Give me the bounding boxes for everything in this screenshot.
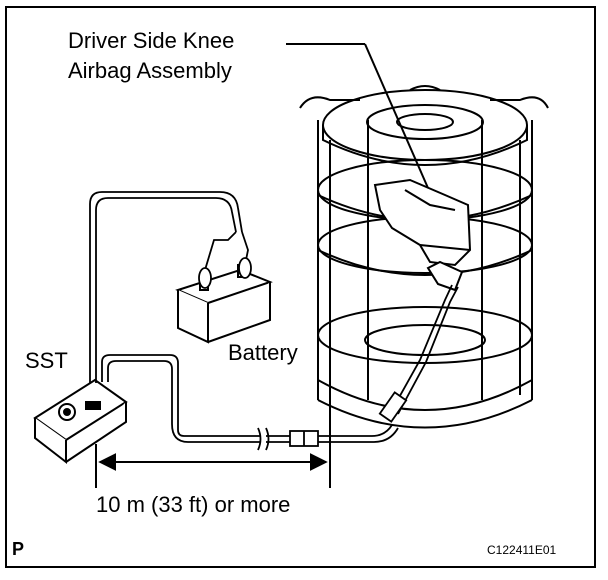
battery-icon [175, 264, 273, 344]
cables [89, 191, 459, 451]
airbag-label-line1: Driver Side Knee [68, 28, 235, 53]
figure-code: C122411E01 [487, 543, 557, 557]
distance-dimension [95, 220, 331, 488]
figure-frame [5, 6, 596, 568]
sst-label: SST [25, 348, 68, 373]
airbag-assembly [373, 178, 472, 292]
disposal-tire-stack [299, 85, 549, 429]
sst-device [33, 378, 128, 465]
airbag-leader [286, 43, 429, 189]
airbag-label-line2: Airbag Assembly [68, 58, 232, 83]
distance-label: 10 m (33 ft) or more [96, 492, 291, 517]
battery-label: Battery [228, 340, 298, 365]
corner-mark: P [12, 539, 25, 559]
